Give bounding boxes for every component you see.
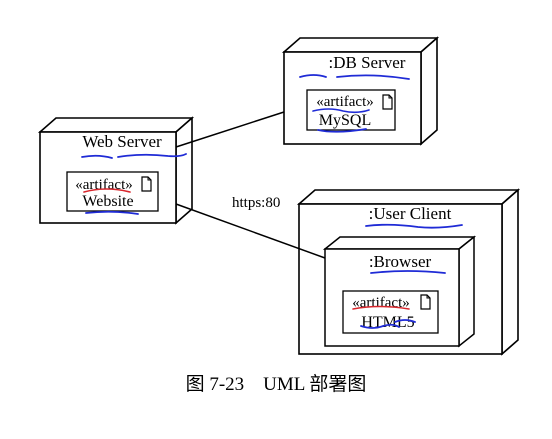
annotation-underline [317, 128, 367, 133]
browser-label: :Browser [369, 252, 432, 271]
artifact-html5: «artifact» HTML5 [342, 290, 439, 334]
node-db-server: :DB Server «artifact» MySQL [281, 36, 440, 146]
annotation-underline [81, 153, 187, 159]
web-server-label: Web Server [82, 132, 162, 151]
user-client-label: :User Client [369, 204, 452, 223]
artifact-stereotype-mysql: «artifact» [316, 94, 373, 110]
annotation-underline [312, 108, 370, 114]
annotation-underline [365, 223, 463, 229]
figure-caption: 图 7-23 UML 部署图 [186, 373, 367, 395]
connection-web-to-browser [175, 203, 326, 259]
document-icon [382, 94, 393, 110]
node-user-client: :User Client :Browser «artifact» HTML5 [296, 188, 521, 356]
handwritten-annotations [81, 74, 463, 329]
annotation-underline [83, 188, 131, 193]
connection-web-to-db [175, 111, 285, 148]
node-browser: :Browser «artifact» HTML5 [322, 235, 477, 348]
annotation-underline [360, 319, 416, 329]
artifact-name-website: Website [82, 193, 133, 210]
document-icon [420, 294, 431, 310]
artifact-mysql: «artifact» MySQL [306, 89, 396, 131]
annotation-underline [299, 74, 410, 80]
artifact-name-html5: HTML5 [361, 314, 414, 331]
annotation-underline [352, 305, 410, 310]
connection-label-https: https:80 [232, 195, 280, 211]
artifact-website: «artifact» Website [66, 171, 159, 212]
annotation-underline [370, 270, 446, 274]
artifact-name-mysql: MySQL [319, 112, 371, 129]
document-icon [141, 176, 152, 192]
db-server-label: :DB Server [329, 53, 406, 72]
node-web-server: Web Server «artifact» Website [37, 116, 195, 225]
annotation-underline [85, 210, 139, 215]
